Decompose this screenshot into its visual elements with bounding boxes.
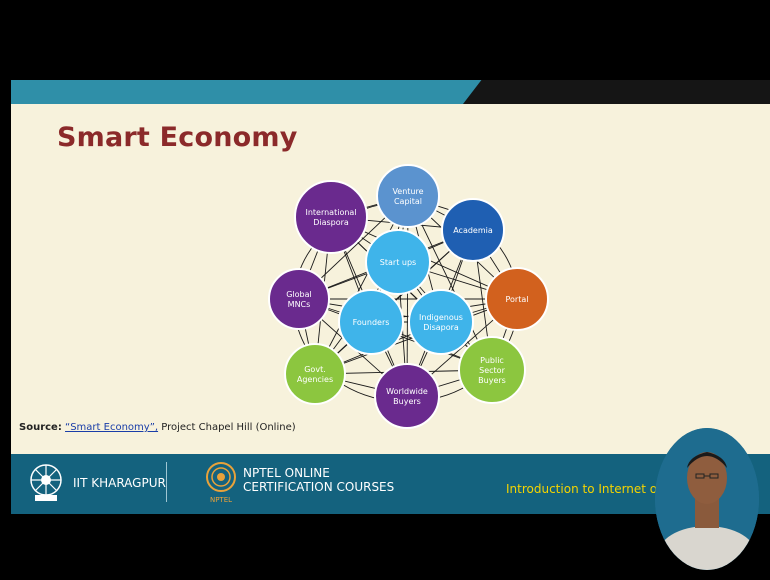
node-label: Indigenous — [419, 313, 463, 322]
nptel-line-1: NPTEL ONLINE — [243, 466, 330, 480]
node-label: Founders — [353, 318, 390, 327]
course-title: Introduction to Internet of — [506, 482, 662, 496]
diagram-node: Founders — [338, 289, 404, 355]
node-label: Worldwide — [386, 387, 428, 396]
node-label: Public — [480, 356, 504, 365]
node-label: Global — [286, 290, 312, 299]
node-label: Agencies — [297, 375, 333, 384]
node-label: Capital — [394, 197, 422, 206]
node-circle — [294, 180, 368, 254]
node-circle — [441, 198, 505, 262]
footer-bar: IIT KHARAGPUR NPTEL NPTEL ONLINE CERTIFI… — [11, 454, 770, 514]
network-edge — [314, 195, 409, 375]
diagram-node: Govt.Agencies — [284, 343, 346, 405]
nptel-small-text: NPTEL — [210, 496, 232, 504]
node-label: Portal — [506, 295, 529, 304]
diagram-node: Start ups — [365, 229, 431, 295]
slide-title: Smart Economy — [57, 122, 298, 153]
source-rest: Project Chapel Hill (Online) — [158, 422, 296, 433]
node-label: Diaspora — [313, 218, 349, 227]
network-edge — [406, 195, 409, 397]
node-label: Govt. — [304, 365, 326, 374]
node-circle — [376, 164, 440, 228]
node-circle — [365, 229, 431, 295]
presenter-figure — [655, 428, 759, 570]
footer-strip — [11, 514, 770, 546]
node-circle — [485, 267, 549, 331]
node-circle — [284, 343, 346, 405]
diagram-node: Academia — [441, 198, 505, 262]
node-circle — [338, 289, 404, 355]
node-circle — [374, 363, 440, 429]
iit-kharagpur-text: IIT KHARAGPUR — [73, 476, 166, 490]
node-circle — [408, 289, 474, 355]
presenter-video — [655, 428, 759, 570]
source-label: Source: — [19, 422, 62, 433]
node-circle — [458, 336, 526, 404]
source-link[interactable]: “Smart Economy”, — [65, 422, 159, 433]
node-label: Buyers — [393, 397, 421, 406]
nptel-text: NPTEL ONLINE CERTIFICATION COURSES — [243, 466, 394, 494]
node-label: Venture — [392, 187, 423, 196]
footer-divider — [166, 462, 167, 502]
top-band-dark — [463, 80, 770, 104]
iit-kharagpur-logo — [30, 464, 62, 501]
node-label: International — [305, 208, 356, 217]
node-label: Academia — [453, 226, 493, 235]
node-label: Buyers — [478, 376, 506, 385]
node-label: Disapora — [423, 323, 459, 332]
nptel-line-2: CERTIFICATION COURSES — [243, 480, 395, 494]
node-label: Start ups — [380, 258, 416, 267]
node-label: Sector — [479, 366, 505, 375]
source-citation: Source: “Smart Economy”, Project Chapel … — [19, 422, 296, 433]
node-circle — [268, 268, 330, 330]
node-label: MNCs — [288, 300, 311, 309]
diagram-node: Portal — [485, 267, 549, 331]
nptel-logo: NPTEL — [206, 462, 236, 504]
